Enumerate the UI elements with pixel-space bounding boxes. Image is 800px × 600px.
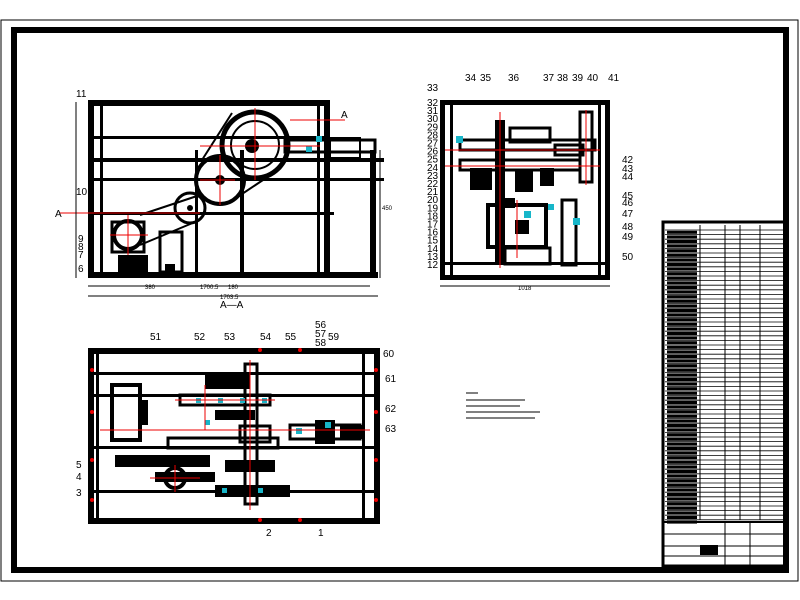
label-38: 38: [557, 73, 569, 84]
label-4: 4: [76, 472, 82, 483]
label-24: 24: [427, 163, 439, 174]
label-30: 30: [427, 114, 439, 125]
label-47: 47: [622, 209, 634, 220]
label-27: 27: [427, 139, 439, 150]
label-3: 3: [76, 488, 82, 499]
dim-180: 180: [228, 285, 239, 291]
front-view: 380 1700.5 180 1703.5 450 11 10 9 8 7 6 …: [55, 89, 393, 311]
parts-list: [661, 220, 787, 568]
label-62: 62: [385, 404, 397, 415]
label-63: 63: [385, 424, 397, 435]
label-15: 15: [427, 236, 439, 247]
label-11: 11: [76, 89, 87, 100]
label-54: 54: [260, 332, 272, 343]
label-36: 36: [508, 73, 520, 84]
label-31: 31: [427, 106, 439, 117]
label-43: 43: [622, 164, 634, 175]
label-50: 50: [622, 252, 634, 263]
label-56: 56: [315, 320, 327, 331]
label-51: 51: [150, 332, 162, 343]
label-12: 12: [427, 260, 439, 271]
label-29: 29: [427, 122, 439, 133]
dim-1018: 1018: [518, 286, 532, 292]
label-20: 20: [427, 195, 439, 206]
label-52: 52: [194, 332, 206, 343]
label-16: 16: [427, 228, 439, 239]
label-21: 21: [427, 187, 439, 198]
label-7: 7: [78, 250, 84, 261]
label-42: 42: [622, 155, 634, 166]
dim-380: 380: [145, 285, 156, 291]
label-60: 60: [383, 349, 395, 360]
label-49: 49: [622, 232, 634, 243]
label-2: 2: [266, 528, 272, 539]
label-1: 1: [318, 528, 324, 539]
label-5: 5: [76, 460, 82, 471]
label-23: 23: [427, 171, 439, 182]
label-32: 32: [427, 98, 439, 109]
label-35: 35: [480, 73, 492, 84]
section-mark-right: A: [341, 110, 348, 121]
label-39: 39: [572, 73, 584, 84]
label-8: 8: [78, 242, 84, 253]
dim-1700: 1700.5: [200, 285, 219, 291]
label-33: 33: [427, 83, 439, 94]
label-41: 41: [608, 73, 620, 84]
label-19: 19: [427, 203, 439, 214]
section-mark-left: A: [55, 209, 62, 220]
side-view: 1018 33 34 35 36 37 38 39 40 41 32313029…: [427, 73, 634, 292]
dim-1703: 1703.5: [220, 295, 239, 301]
label-46: 46: [622, 198, 634, 209]
label-6: 6: [78, 264, 84, 275]
label-57: 57: [315, 329, 327, 340]
label-53: 53: [224, 332, 236, 343]
section-label: A—A: [220, 300, 244, 311]
label-28: 28: [427, 130, 439, 141]
label-55: 55: [285, 332, 297, 343]
label-14: 14: [427, 244, 439, 255]
label-44: 44: [622, 172, 634, 183]
label-37: 37: [543, 73, 555, 84]
technical-notes: [466, 392, 540, 419]
label-59: 59: [328, 332, 340, 343]
label-13: 13: [427, 252, 439, 263]
label-61: 61: [385, 374, 397, 385]
label-26: 26: [427, 147, 439, 158]
label-34: 34: [465, 73, 477, 84]
dim-450: 450: [382, 206, 393, 212]
label-22: 22: [427, 179, 439, 190]
label-40: 40: [587, 73, 599, 84]
label-18: 18: [427, 211, 439, 222]
label-17: 17: [427, 220, 439, 231]
label-48: 48: [622, 222, 634, 233]
label-10: 10: [76, 187, 88, 198]
label-25: 25: [427, 155, 439, 166]
plan-view: 51 52 53 54 55 56 57 58 59 60 61 62 63 5…: [76, 320, 397, 539]
label-9: 9: [78, 234, 84, 245]
label-45: 45: [622, 191, 634, 202]
label-58: 58: [315, 338, 327, 349]
outer-border: [0, 19, 799, 582]
